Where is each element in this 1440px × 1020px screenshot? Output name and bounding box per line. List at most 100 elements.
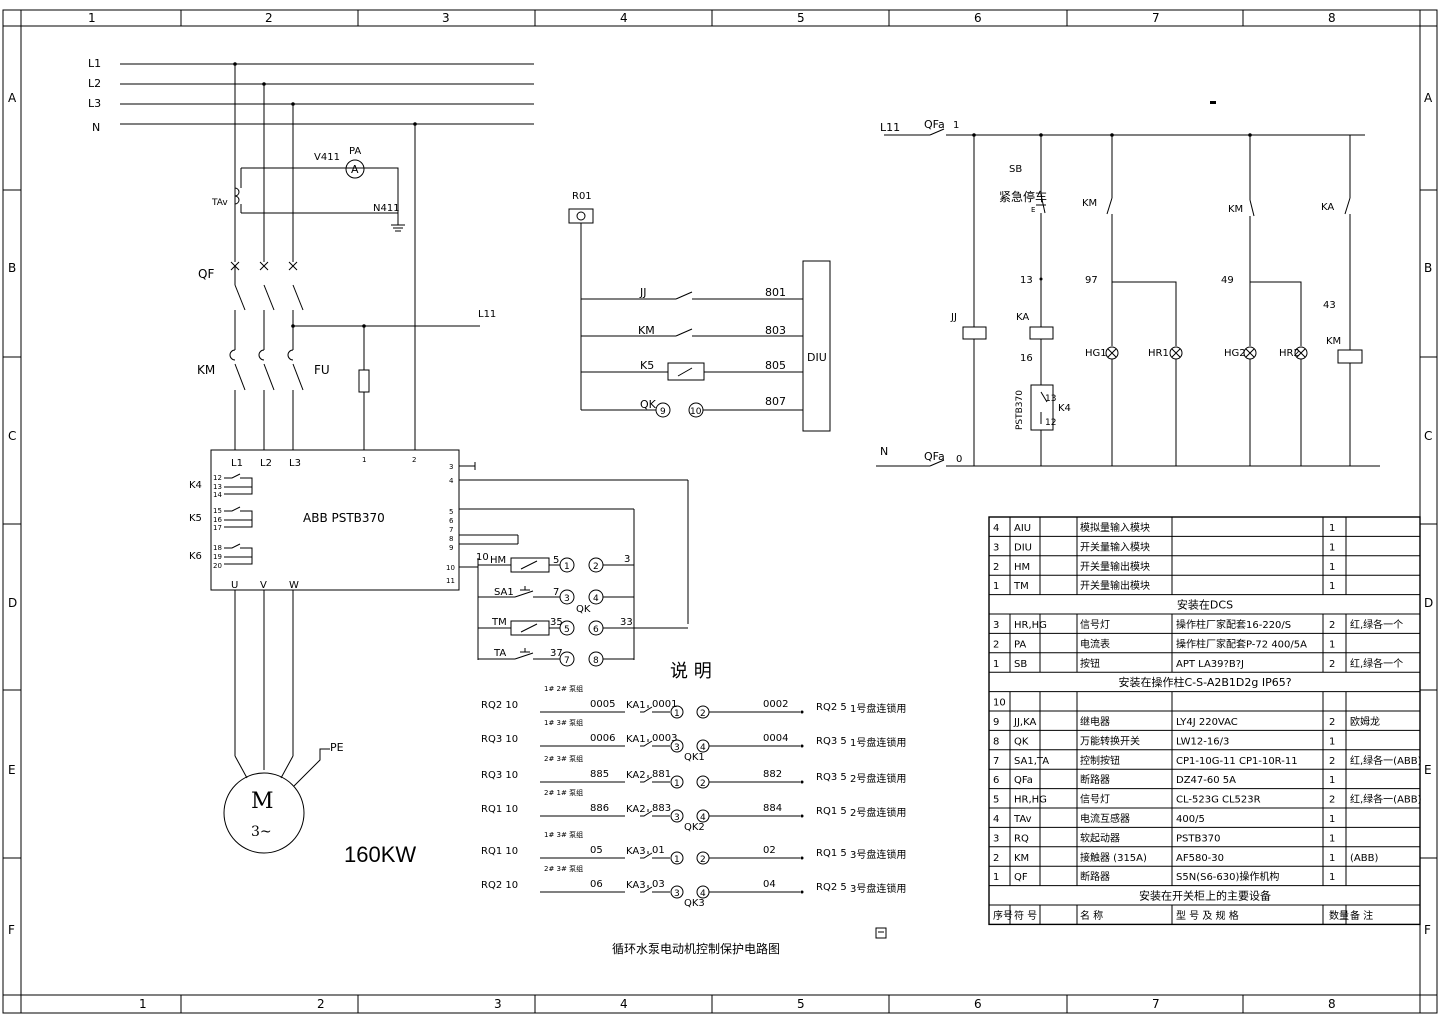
notes-title: 说 明	[670, 661, 712, 682]
rc-qfa-bottom: QFa	[924, 450, 945, 463]
note-row-b: 01	[652, 845, 665, 856]
note-row-b: 881	[652, 769, 671, 780]
note-row-c1: 3	[674, 743, 680, 753]
ctrl-ta: TA	[493, 648, 506, 659]
bus-n-label: N	[92, 121, 100, 134]
note-row-d: 04	[763, 879, 776, 890]
table-cell-code: TM	[1013, 581, 1029, 592]
note-row-note: 2号盘连锁用	[850, 806, 906, 819]
table-cell-spec: S5N(S6-630)操作机构	[1176, 870, 1279, 883]
table-cell-name: 按钮	[1080, 657, 1100, 670]
unit-term-1: 1	[362, 456, 366, 464]
table-cell-qty: 1	[1329, 736, 1335, 747]
rc-k4a: 13	[1045, 394, 1056, 404]
unit-term-11: 11	[446, 577, 455, 585]
note-row-d: 0004	[763, 733, 788, 744]
table-cell-qty: 1	[1329, 853, 1335, 864]
k-term-13: 13	[213, 483, 222, 491]
grid-col-top-7: 7	[1152, 11, 1160, 25]
table-cell-no: 3	[993, 833, 999, 844]
note-row-ka: KA1	[626, 700, 646, 711]
table-cell-name: 继电器	[1080, 715, 1110, 728]
table-cell-qty: 2	[1329, 620, 1335, 631]
grid-row-right-A: A	[1424, 91, 1433, 105]
table-cell-no: 2	[993, 562, 999, 573]
grid-col-bottom-6: 6	[974, 997, 982, 1011]
table-cell-code: PA	[1014, 639, 1026, 650]
table-cell-qty: 2	[1329, 795, 1335, 806]
table-cell-code: KM	[1014, 853, 1029, 864]
table-cell-code: HR,HG	[1014, 620, 1047, 631]
table-cell-code: TAv	[1013, 814, 1032, 825]
grid-col-bottom-5: 5	[797, 997, 805, 1011]
rc-hr1: HR1	[1148, 348, 1169, 359]
note-row-right: RQ1 5	[816, 848, 847, 859]
k4-label: K4	[189, 480, 202, 491]
table-cell-qty: 1	[1329, 562, 1335, 573]
k-term-20: 20	[213, 562, 222, 570]
table-cell-spec: DZ47-60 5A	[1176, 775, 1236, 786]
bus-l1-label: L1	[88, 57, 101, 70]
grid-col-bottom-2: 2	[317, 997, 325, 1011]
table-cell-note: 红,绿各一(ABB)	[1350, 793, 1422, 806]
k-term-19: 19	[213, 553, 222, 561]
grid-col-bottom-4: 4	[620, 997, 628, 1011]
table-cell-code: RQ	[1014, 833, 1029, 844]
note-row-c1: 3	[674, 813, 680, 823]
table-cell-note: 红,绿各一(ABB)	[1350, 754, 1422, 767]
table-cell-code: AIU	[1014, 523, 1031, 534]
table-cell-no: 10	[993, 698, 1006, 709]
note-row-note: 3号盘连锁用	[850, 882, 906, 895]
control-circuit: 10 HM 5 1 2 3 SA1 7 3 4 QK TM 35 5	[459, 552, 688, 667]
grid-row-left-E: E	[8, 763, 16, 777]
note-row-c1: 1	[674, 779, 680, 789]
note-row-b: 03	[652, 879, 665, 890]
note-row-left: RQ2 10	[481, 700, 518, 711]
table-cell-name: 开关量输出模块	[1080, 579, 1150, 592]
k-term-12: 12	[213, 474, 222, 482]
rc-jj: JJ	[950, 312, 957, 323]
table-cell-no: 1	[993, 659, 999, 670]
note-row-left: RQ3 10	[481, 734, 518, 745]
table-cell-spec: APT LA39?B?J	[1176, 659, 1244, 670]
note-row-right: RQ3 5	[816, 736, 847, 747]
table-cell-no: 7	[993, 756, 999, 767]
table-cell-name: 模拟量输入模块	[1080, 521, 1150, 534]
note-row-a: 885	[590, 769, 609, 780]
note-row-d: 884	[763, 803, 782, 814]
note-row-note: 2号盘连锁用	[850, 772, 906, 785]
ctrl-sa1-num: 7	[553, 587, 559, 598]
table-cell-name: 软起动器	[1080, 831, 1120, 844]
bus-l2-label: L2	[88, 77, 101, 90]
ctrl-c4: 4	[593, 594, 599, 604]
rc-hg1: HG1	[1085, 348, 1107, 359]
note-row-a: 06	[590, 879, 603, 890]
table-header-code: 符 号	[1014, 909, 1037, 922]
table-cell-name: 断路器	[1080, 773, 1110, 786]
note-row-c1: 1	[674, 855, 680, 865]
rc-km2: KM	[1228, 204, 1243, 215]
rc-k4: K4	[1058, 403, 1071, 414]
table-header-spec: 型 号 及 规 格	[1176, 909, 1239, 922]
pa-label: PA	[349, 146, 361, 157]
drawing-caption: 循环水泵电动机控制保护电路图	[612, 941, 780, 956]
table-header-no: 序号	[993, 909, 1013, 922]
rc-n97: 97	[1085, 275, 1098, 286]
table-cell-qty: 1	[1329, 872, 1335, 883]
drawing-frame	[2, 9, 1438, 1014]
table-section-title: 安装在操作柱C-S-A2B1D2g IP65?	[1118, 675, 1291, 689]
note-row-b: 0001	[652, 699, 677, 710]
note-row-ka: KA3	[626, 846, 646, 857]
diu-label: DIU	[807, 351, 827, 364]
motor-power: 160KW	[344, 842, 416, 867]
rc-sb: SB	[1009, 164, 1022, 175]
km-main-label: KM	[197, 363, 215, 377]
grid-row-left-C: C	[8, 429, 16, 443]
note-row-top: 1# 2# 泵组	[544, 684, 583, 693]
note-row-a: 0006	[590, 733, 615, 744]
table-header-qty: 数量	[1329, 909, 1349, 922]
rc-zero: 0	[956, 454, 962, 465]
table-cell-no: 2	[993, 639, 999, 650]
table-cell-spec: LY4J 220VAC	[1176, 717, 1238, 728]
